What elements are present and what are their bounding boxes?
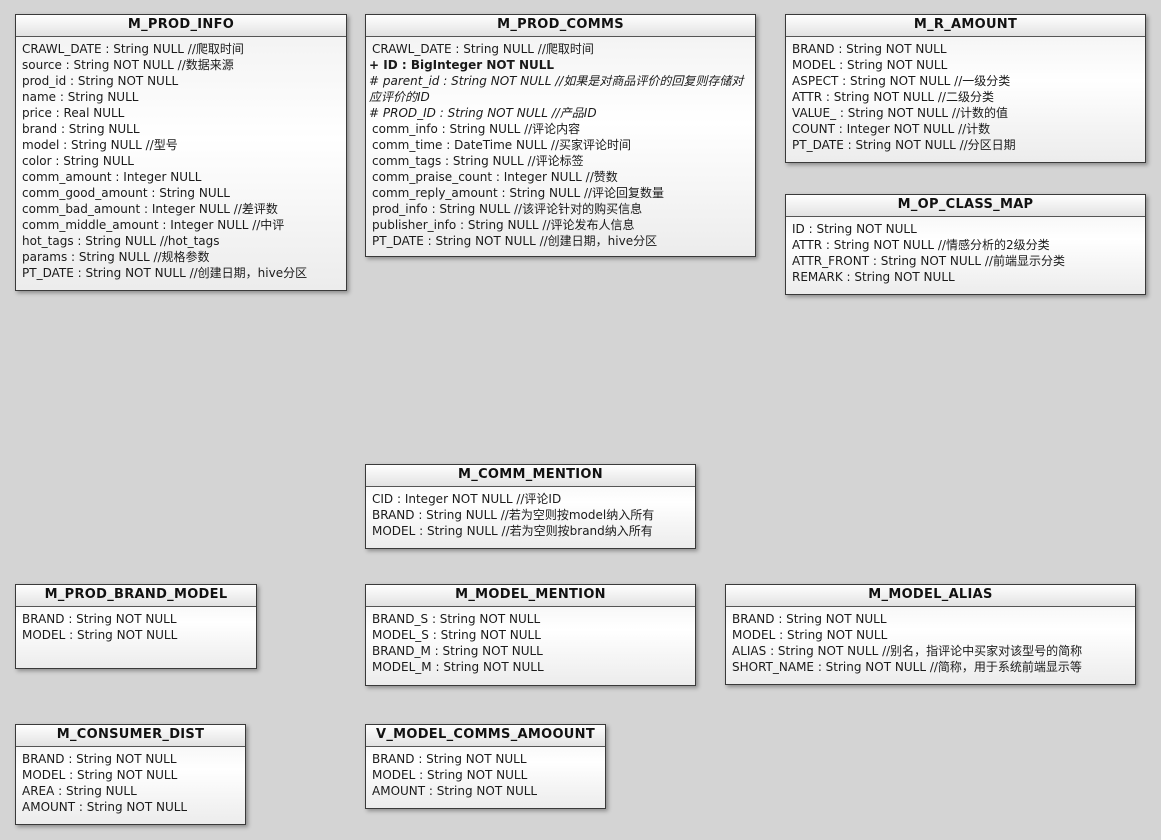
attribute-row: MODEL_S : String NOT NULL — [372, 628, 541, 642]
primary-key-attribute: + ID : BigInteger NOT NULL — [369, 58, 555, 72]
entity-title: M_MODEL_MENTION — [366, 585, 695, 607]
entity-m-prod-info[interactable]: M_PROD_INFO CRAWL_DATE : String NULL //爬… — [15, 14, 347, 291]
attribute-row: ALIAS : String NOT NULL //别名，指评论中买家对该型号的… — [732, 644, 1083, 658]
attribute-row: ASPECT : String NOT NULL //一级分类 — [792, 74, 1011, 88]
attribute-row: name : String NULL — [22, 90, 139, 104]
attribute-row: model : String NULL //型号 — [22, 138, 178, 152]
entity-title: M_R_AMOUNT — [786, 15, 1145, 37]
attribute-row: MODEL : String NOT NULL — [22, 628, 178, 642]
attribute-row: AMOUNT : String NOT NULL — [22, 800, 188, 814]
attribute-row: ATTR : String NOT NULL //二级分类 — [792, 90, 994, 104]
entity-m-prod-brand-model[interactable]: M_PROD_BRAND_MODEL BRAND : String NOT NU… — [15, 584, 257, 669]
attribute-list: BRAND : String NOT NULL MODEL : String NO… — [16, 747, 245, 818]
entity-title: M_COMM_MENTION — [366, 465, 695, 487]
attribute-row: CID : Integer NOT NULL //评论ID — [372, 492, 562, 506]
entity-title: M_PROD_INFO — [16, 15, 346, 37]
attribute-row: REMARK : String NOT NULL — [792, 270, 955, 284]
entity-title: M_PROD_COMMS — [366, 15, 755, 37]
attribute-list: BRAND : String NOT NULL MODEL : String NO… — [786, 37, 1145, 156]
foreign-key-attribute: # parent_id : String NOT NULL //如果是对商品评价… — [369, 74, 744, 104]
attribute-row: source : String NOT NULL //数据来源 — [22, 58, 234, 72]
attribute-row: comm_amount : Integer NULL — [22, 170, 202, 184]
attribute-row: BRAND : String NULL //若为空则按model纳入所有 — [372, 508, 655, 522]
entity-m-r-amount[interactable]: M_R_AMOUNT BRAND : String NOT NULL MODEL … — [785, 14, 1146, 163]
attribute-row: BRAND : String NOT NULL — [372, 752, 527, 766]
attribute-row: PT_DATE : String NOT NULL //分区日期 — [792, 138, 1016, 152]
attribute-row: MODEL : String NOT NULL — [792, 58, 948, 72]
entity-m-model-mention[interactable]: M_MODEL_MENTION BRAND_S : String NOT NUL… — [365, 584, 696, 686]
attribute-row: CRAWL_DATE : String NULL //爬取时间 — [22, 42, 244, 56]
attribute-row: comm_time : DateTime NULL //买家评论时间 — [372, 138, 631, 152]
foreign-key-attribute: # PROD_ID : String NOT NULL //产品ID — [369, 106, 597, 120]
entity-v-model-comms-amoount[interactable]: V_MODEL_COMMS_AMOOUNT BRAND : String NOT… — [365, 724, 606, 809]
attribute-row: comm_reply_amount : String NULL //评论回复数量 — [372, 186, 665, 200]
attribute-row: hot_tags : String NULL //hot_tags — [22, 234, 220, 248]
attribute-row: comm_good_amount : String NULL — [22, 186, 230, 200]
attribute-row: CRAWL_DATE : String NULL //爬取时间 — [372, 42, 594, 56]
attribute-row: ATTR : String NOT NULL //情感分析的2级分类 — [792, 238, 1050, 252]
attribute-list: BRAND : String NOT NULL MODEL : String NO… — [726, 607, 1135, 678]
entity-title: V_MODEL_COMMS_AMOOUNT — [366, 725, 605, 747]
entity-m-comm-mention[interactable]: M_COMM_MENTION CID : Integer NOT NULL //… — [365, 464, 696, 549]
attribute-list: BRAND : String NOT NULL MODEL : String NO… — [16, 607, 256, 646]
attribute-list: BRAND : String NOT NULL MODEL : String NO… — [366, 747, 605, 802]
attribute-row: publisher_info : String NULL //评论发布人信息 — [372, 218, 635, 232]
attribute-row: MODEL_M : String NOT NULL — [372, 660, 544, 674]
attribute-list: CRAWL_DATE : String NULL //爬取时间 source : … — [16, 37, 346, 284]
attribute-row: BRAND : String NOT NULL — [22, 612, 177, 626]
attribute-row: BRAND_M : String NOT NULL — [372, 644, 543, 658]
attribute-list: CID : Integer NOT NULL //评论ID BRAND : Str… — [366, 487, 695, 542]
attribute-row: MODEL : String NULL //若为空则按brand纳入所有 — [372, 524, 653, 538]
attribute-row: MODEL : String NOT NULL — [372, 768, 528, 782]
attribute-row: MODEL : String NOT NULL — [22, 768, 178, 782]
attribute-row: VALUE_ : String NOT NULL //计数的值 — [792, 106, 1009, 120]
attribute-row: BRAND : String NOT NULL — [732, 612, 887, 626]
attribute-row: color : String NULL — [22, 154, 134, 168]
attribute-row: prod_info : String NULL //该评论针对的购买信息 — [372, 202, 643, 216]
entity-title: M_CONSUMER_DIST — [16, 725, 245, 747]
attribute-row: comm_tags : String NULL //评论标签 — [372, 154, 584, 168]
attribute-list: CRAWL_DATE : String NULL //爬取时间 + ID : Bi… — [366, 37, 755, 252]
entity-title: M_PROD_BRAND_MODEL — [16, 585, 256, 607]
attribute-row: PT_DATE : String NOT NULL //创建日期，hive分区 — [22, 266, 308, 280]
attribute-row: ID : String NOT NULL — [792, 222, 917, 236]
attribute-row: comm_middle_amount : Integer NULL //中评 — [22, 218, 285, 232]
attribute-row: AREA : String NULL — [22, 784, 137, 798]
attribute-row: AMOUNT : String NOT NULL — [372, 784, 538, 798]
entity-title: M_MODEL_ALIAS — [726, 585, 1135, 607]
attribute-row: comm_info : String NULL //评论内容 — [372, 122, 581, 136]
attribute-row: prod_id : String NOT NULL — [22, 74, 179, 88]
attribute-list: BRAND_S : String NOT NULL MODEL_S : Strin… — [366, 607, 695, 678]
entity-title: M_OP_CLASS_MAP — [786, 195, 1145, 217]
entity-m-prod-comms[interactable]: M_PROD_COMMS CRAWL_DATE : String NULL //… — [365, 14, 756, 257]
attribute-row: params : String NULL //规格参数 — [22, 250, 210, 264]
attribute-row: MODEL : String NOT NULL — [732, 628, 888, 642]
attribute-row: price : Real NULL — [22, 106, 125, 120]
attribute-row: ATTR_FRONT : String NOT NULL //前端显示分类 — [792, 254, 1065, 268]
attribute-row: SHORT_NAME : String NOT NULL //简称，用于系统前端… — [732, 660, 1082, 674]
entity-m-model-alias[interactable]: M_MODEL_ALIAS BRAND : String NOT NULL MOD… — [725, 584, 1136, 685]
attribute-list: ID : String NOT NULL ATTR : String NOT NU… — [786, 217, 1145, 288]
attribute-row: PT_DATE : String NOT NULL //创建日期，hive分区 — [372, 234, 658, 248]
attribute-row: BRAND : String NOT NULL — [22, 752, 177, 766]
entity-m-consumer-dist[interactable]: M_CONSUMER_DIST BRAND : String NOT NULL M… — [15, 724, 246, 825]
attribute-row: BRAND : String NOT NULL — [792, 42, 947, 56]
attribute-row: comm_bad_amount : Integer NULL //差评数 — [22, 202, 278, 216]
attribute-row: BRAND_S : String NOT NULL — [372, 612, 541, 626]
attribute-row: brand : String NULL — [22, 122, 140, 136]
entity-m-op-class-map[interactable]: M_OP_CLASS_MAP ID : String NOT NULL ATTR … — [785, 194, 1146, 295]
attribute-row: comm_praise_count : Integer NULL //赞数 — [372, 170, 618, 184]
attribute-row: COUNT : Integer NOT NULL //计数 — [792, 122, 991, 136]
